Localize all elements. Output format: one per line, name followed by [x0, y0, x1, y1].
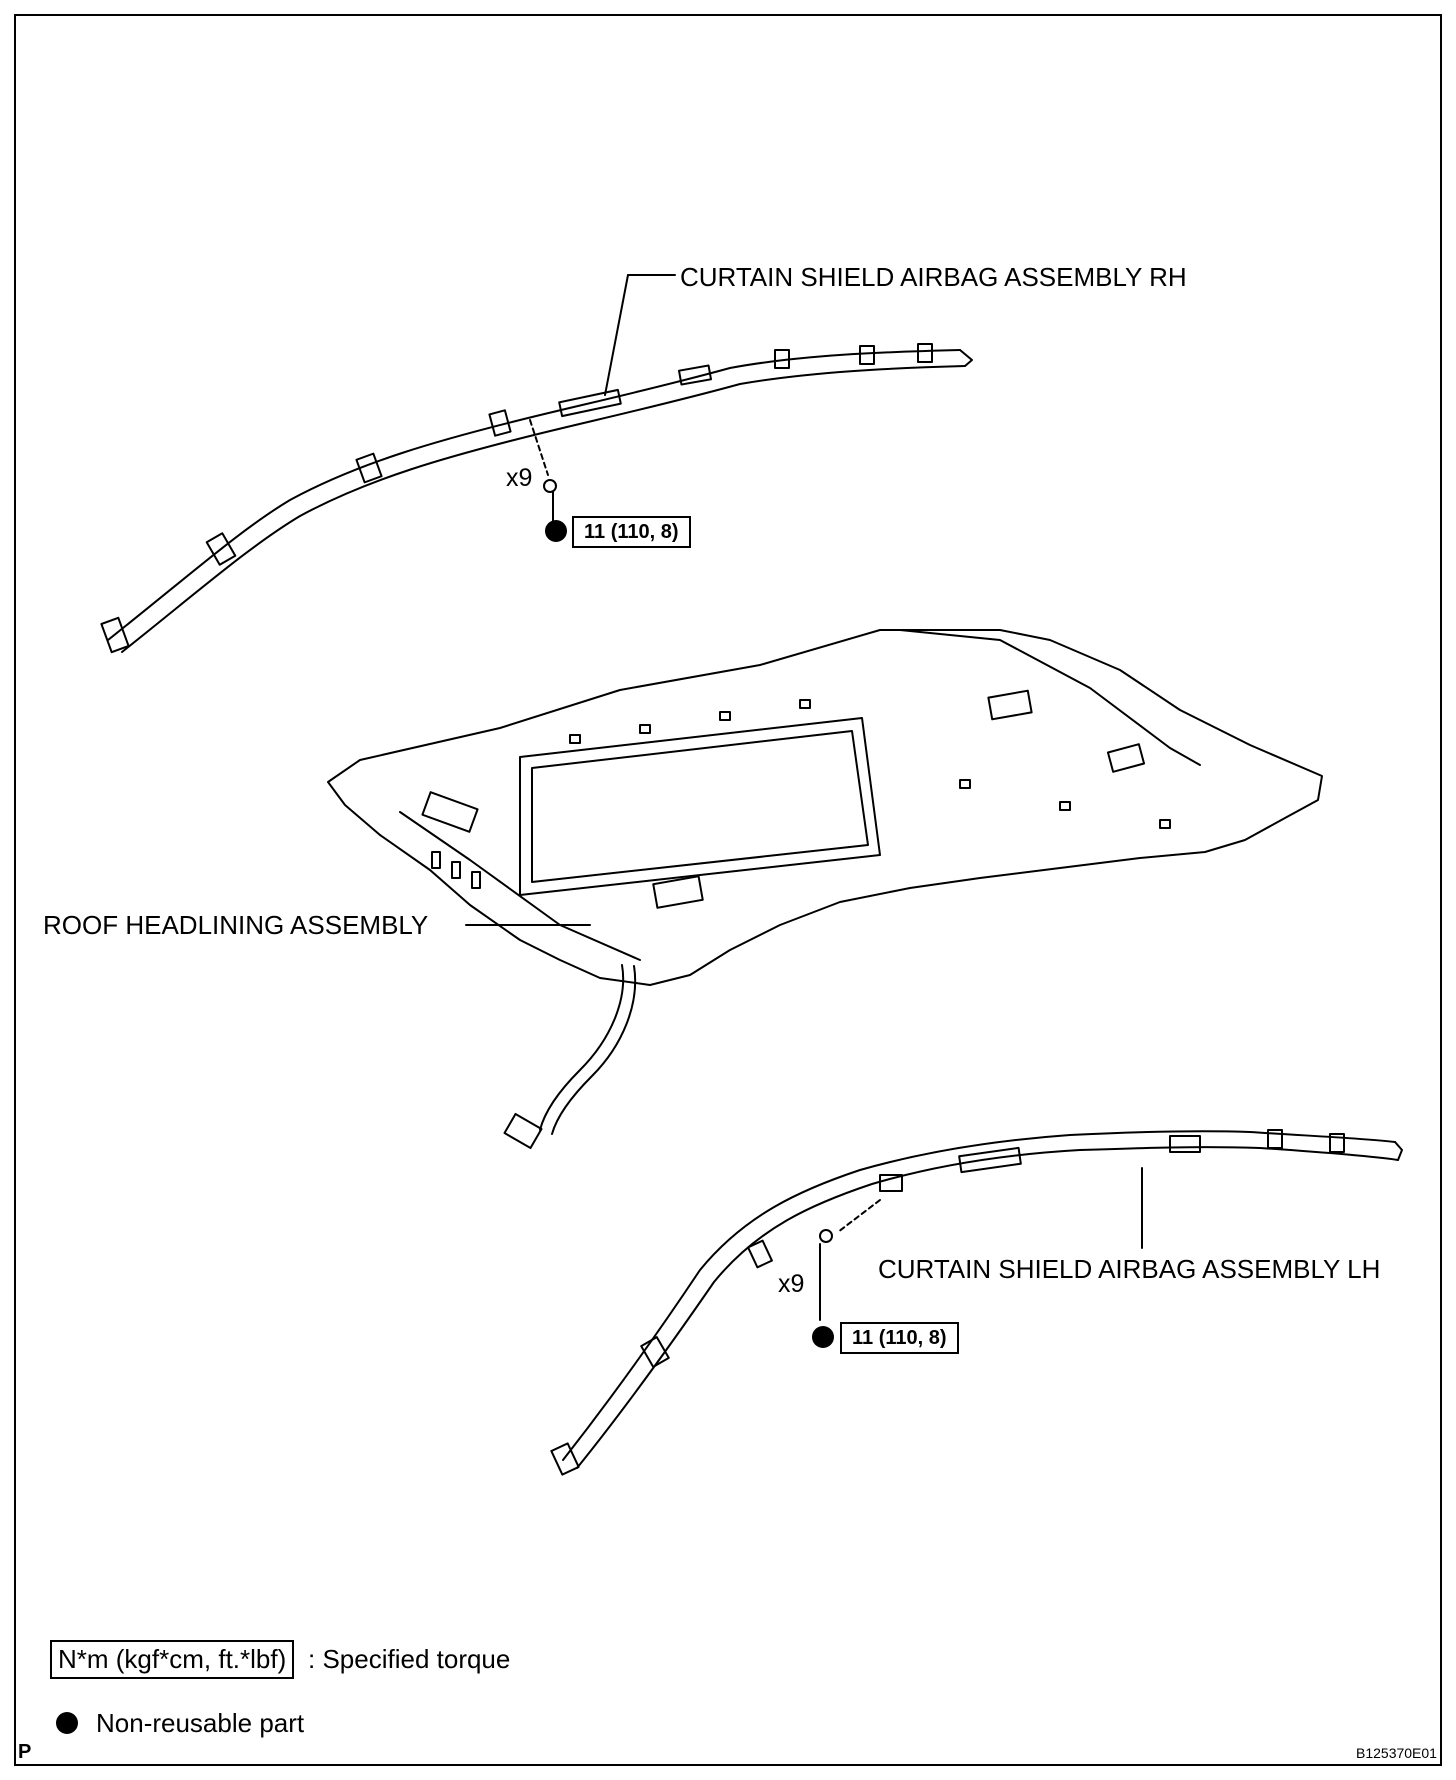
figure-id: B125370E01 [1356, 1745, 1437, 1761]
legend-nonreusable-text: Non-reusable part [96, 1708, 305, 1738]
legend-nonreusable-icon [56, 1712, 78, 1734]
airbag-lh-label: CURTAIN SHIELD AIRBAG ASSEMBLY LH [878, 1254, 1381, 1284]
airbag-lh-drawing [550, 1129, 1403, 1476]
nonreusable-bolt-icon-rh [545, 520, 567, 542]
fastener-count-lh: x9 [778, 1270, 805, 1298]
legend-torque-text: : Specified torque [308, 1644, 511, 1674]
legend-torque-box: N*m (kgf*cm, ft.*lbf) [50, 1640, 295, 1679]
airbag-rh-drawing [100, 274, 973, 654]
torque-spec-lh: 11 (110, 8) [840, 1322, 959, 1354]
headlining-drawing [327, 629, 1323, 1150]
headlining-label: ROOF HEADLINING ASSEMBLY [43, 910, 429, 940]
nonreusable-nut-icon-lh [812, 1326, 834, 1348]
torque-spec-rh: 11 (110, 8) [572, 516, 691, 548]
fastener-count-rh: x9 [506, 464, 533, 492]
airbag-rh-label: CURTAIN SHIELD AIRBAG ASSEMBLY RH [680, 262, 1187, 292]
diagram-frame [14, 14, 1442, 1766]
corner-letter: P [18, 1741, 32, 1763]
